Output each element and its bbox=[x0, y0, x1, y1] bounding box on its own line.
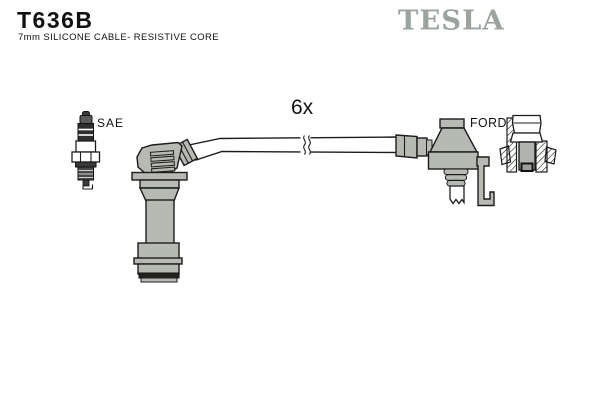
coil-end-boot-drawing bbox=[395, 118, 495, 207]
ground-electrode bbox=[82, 184, 94, 190]
ford-connector-label: FORD bbox=[470, 115, 507, 130]
retainer-clip bbox=[476, 156, 495, 207]
ford-connector-section-drawing bbox=[499, 114, 557, 173]
part-number: T636B bbox=[17, 7, 94, 33]
cable-break-squiggle-left bbox=[303, 135, 306, 155]
plug-boot-drawing bbox=[131, 138, 199, 283]
section-right-tab bbox=[544, 146, 557, 165]
boot-shaft bbox=[145, 199, 175, 245]
brand-logo: TESLA bbox=[398, 5, 505, 37]
cable-break-squiggle-right bbox=[308, 135, 311, 155]
cable-break-gap bbox=[300, 134, 311, 156]
section-left-tab bbox=[499, 145, 512, 166]
sae-standard-label: SAE bbox=[97, 116, 125, 130]
boot-seal-ring bbox=[138, 272, 180, 279]
cable-ferrule bbox=[395, 134, 418, 159]
boot-flange bbox=[131, 171, 188, 181]
spark-plug-icon bbox=[71, 111, 101, 190]
ignition-cable-drawing bbox=[187, 134, 401, 161]
boot-elbow-ribs bbox=[149, 150, 176, 173]
section-cap bbox=[511, 114, 542, 134]
terminal-sleeve bbox=[449, 185, 465, 205]
coil-boot-body bbox=[427, 151, 479, 170]
product-subtitle: 7mm SILICONE CABLE- RESISTIVE CORE bbox=[18, 32, 220, 43]
cable-quantity-label: 6x bbox=[291, 96, 314, 119]
